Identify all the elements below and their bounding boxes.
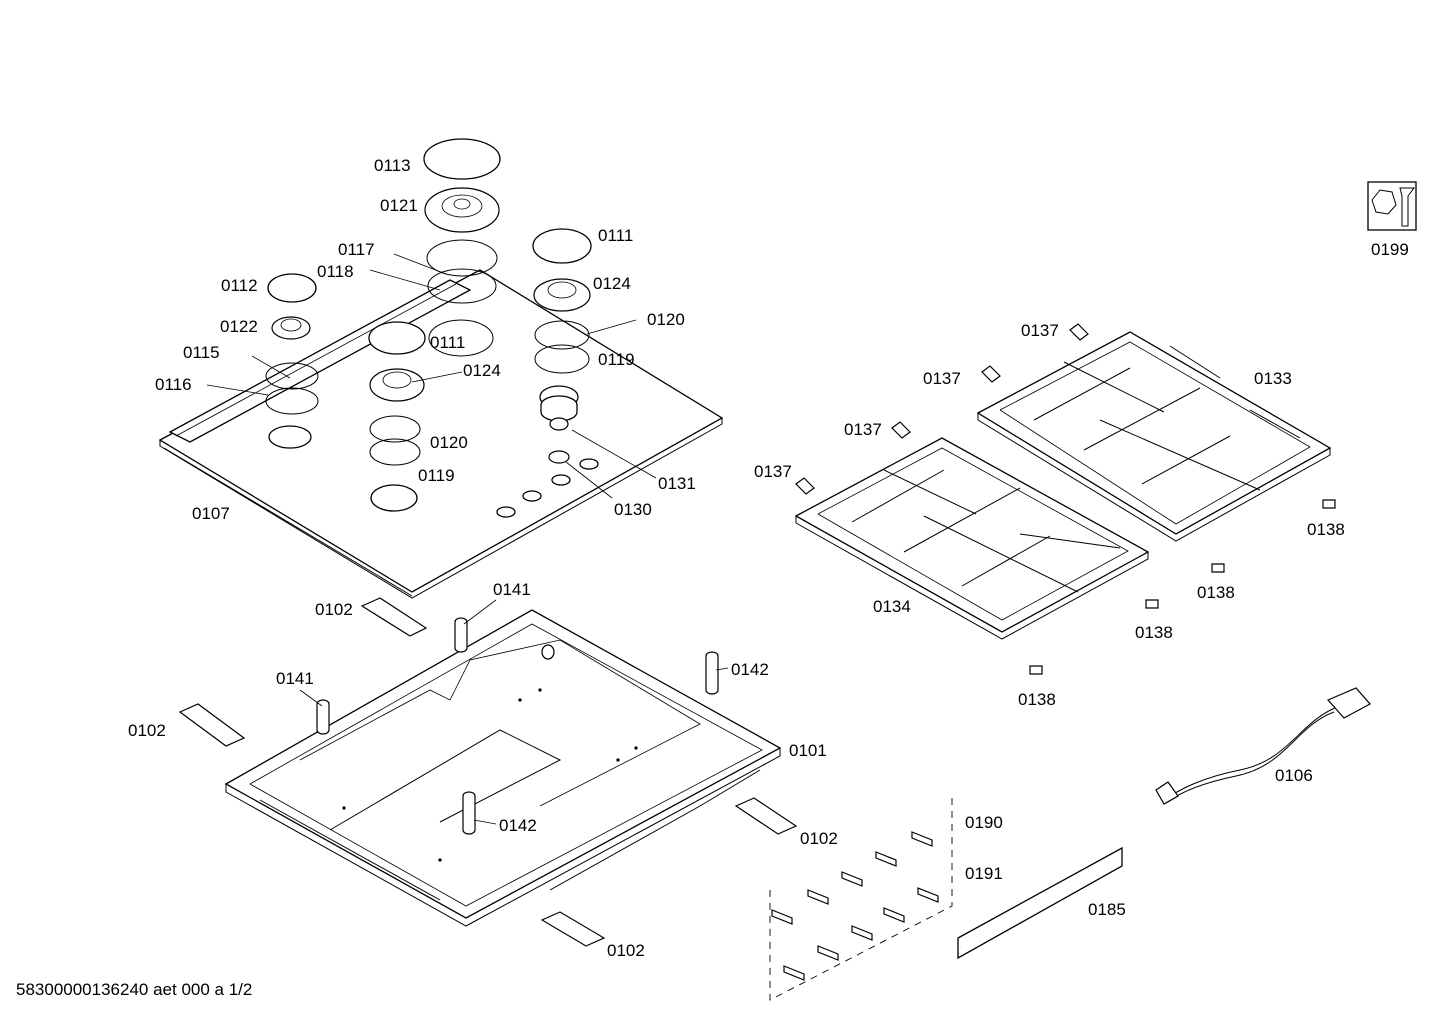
label-0138-c: 0138 <box>1135 623 1173 642</box>
bottom-tray <box>224 609 782 927</box>
label-0107: 0107 <box>192 504 230 523</box>
large-burner-stack <box>423 138 501 304</box>
label-0124-a: 0124 <box>593 274 631 293</box>
label-0111-b: 0111 <box>430 333 465 352</box>
control-knob <box>539 385 579 464</box>
label-0141-b: 0141 <box>276 669 314 688</box>
label-0102-a: 0102 <box>315 600 353 619</box>
label-0190: 0190 <box>965 813 1003 832</box>
label-strip <box>957 846 1123 960</box>
label-0111-a: 0111 <box>598 226 633 245</box>
label-0120-b: 0120 <box>430 433 468 452</box>
label-0102-c: 0102 <box>800 829 838 848</box>
label-0102-d: 0102 <box>607 941 645 960</box>
label-0122: 0122 <box>220 317 258 336</box>
label-0102-b: 0102 <box>128 721 166 740</box>
leader-lines-bottom <box>299 599 729 825</box>
screw-group-0190 <box>769 798 953 1001</box>
label-0142-b: 0142 <box>499 816 537 835</box>
label-0138-b: 0138 <box>1197 583 1235 602</box>
label-0137-b: 0137 <box>923 369 961 388</box>
label-0124-b: 0124 <box>463 361 501 380</box>
small-burner-left <box>265 273 319 415</box>
label-0119-b: 0119 <box>418 466 455 485</box>
hob-top-panel <box>158 269 724 599</box>
label-0134: 0134 <box>873 597 911 616</box>
label-0120-a: 0120 <box>647 310 685 329</box>
label-0112: 0112 <box>221 276 258 295</box>
label-0191: 0191 <box>965 864 1003 883</box>
label-0142-a: 0142 <box>731 660 769 679</box>
label-0106: 0106 <box>1275 766 1313 785</box>
label-0117: 0117 <box>338 240 375 259</box>
power-cable <box>1155 687 1371 805</box>
fixing-clamps <box>178 597 798 947</box>
label-0185: 0185 <box>1088 900 1126 919</box>
label-0141-a: 0141 <box>493 580 531 599</box>
label-0101: 0101 <box>789 741 827 760</box>
label-0121: 0121 <box>380 196 418 215</box>
wrench-tool-icon <box>1367 181 1417 231</box>
label-0119-a: 0119 <box>598 350 635 369</box>
leader-lines-top <box>206 253 657 499</box>
pan-support-right <box>976 331 1332 542</box>
label-0131: 0131 <box>658 474 696 493</box>
label-0133: 0133 <box>1254 369 1292 388</box>
rubber-feet-0137 <box>795 323 1089 495</box>
label-0137-a: 0137 <box>1021 321 1059 340</box>
screws-set <box>769 798 953 1001</box>
label-0137-c: 0137 <box>844 420 882 439</box>
label-0113: 0113 <box>374 156 411 175</box>
document-footer: 58300000136240 aet 000 a 1/2 <box>16 980 253 999</box>
label-0138-d: 0138 <box>1018 690 1056 709</box>
label-0116: 0116 <box>155 375 192 394</box>
pan-support-left <box>794 437 1150 640</box>
rubber-feet-0138 <box>1029 499 1336 675</box>
label-0130: 0130 <box>614 500 652 519</box>
label-0137-d: 0137 <box>754 462 792 481</box>
part-labels: 0113 0121 0117 0118 0112 0111 0124 0120 … <box>128 156 1409 960</box>
label-0138-a: 0138 <box>1307 520 1345 539</box>
label-0199: 0199 <box>1371 240 1409 259</box>
medium-burner-right <box>532 228 592 374</box>
label-0118: 0118 <box>317 262 354 281</box>
support-feet <box>316 617 719 835</box>
medium-burner-center <box>368 319 494 466</box>
label-0115: 0115 <box>183 343 220 362</box>
